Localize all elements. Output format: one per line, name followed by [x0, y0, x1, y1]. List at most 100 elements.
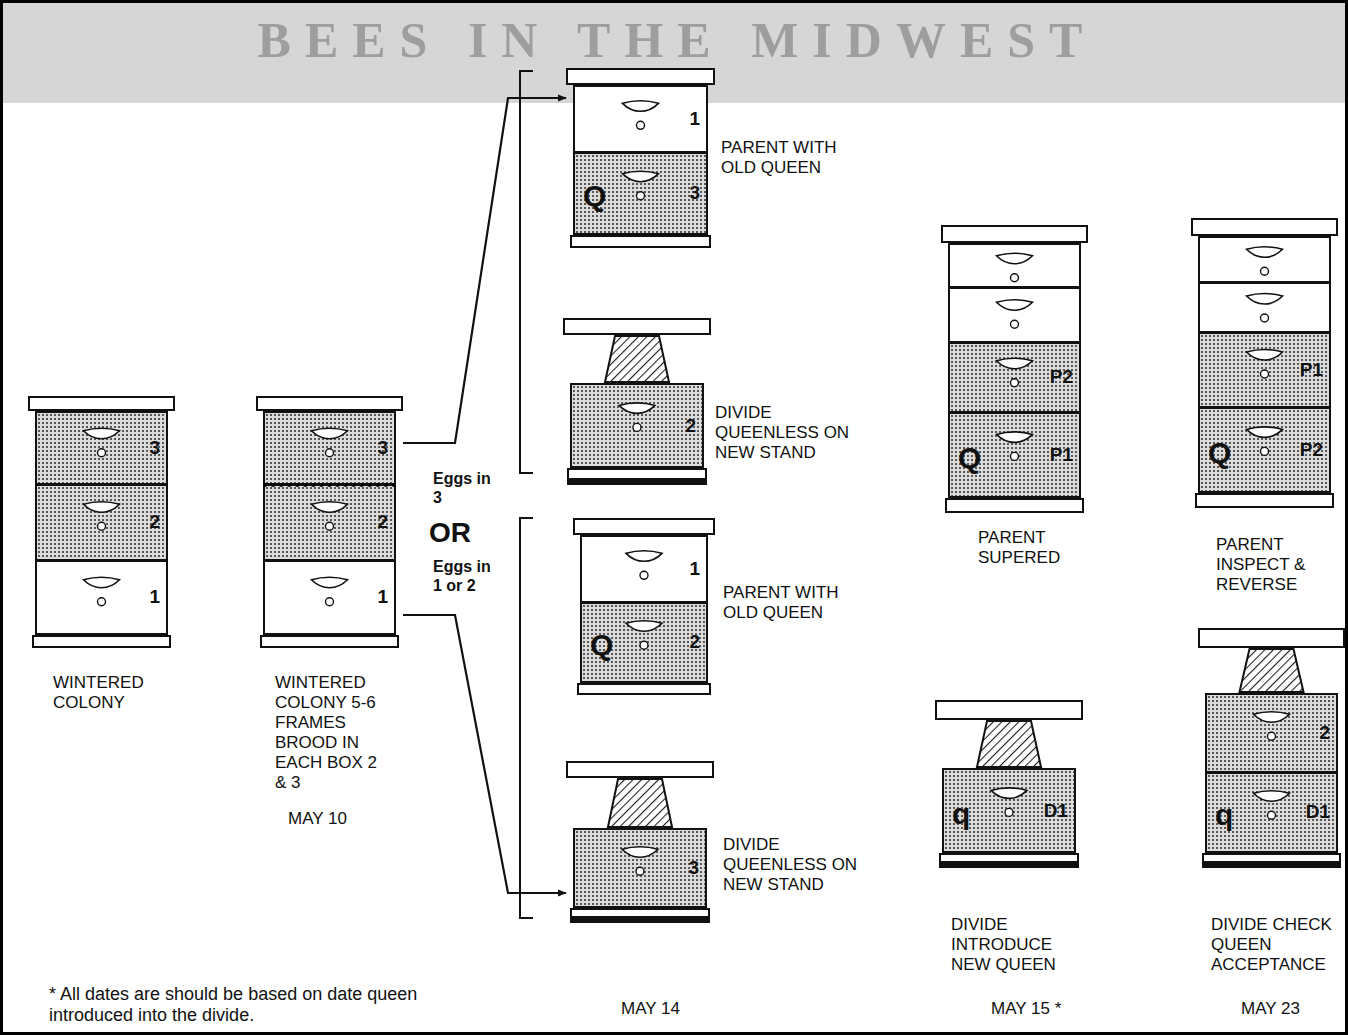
box-number: 2 [1319, 722, 1330, 744]
hive-stand [577, 683, 711, 695]
handle-symbol [582, 537, 706, 601]
hive-caption: PARENT SUPERED [978, 528, 1103, 568]
hive-box: Q P1 [948, 413, 1081, 498]
hive-box [1198, 283, 1331, 333]
hive-box: 3 [35, 411, 168, 485]
hive-stand [1202, 853, 1341, 868]
hive-box: 2 [570, 383, 704, 468]
hive-caption: WINTERED COLONY 5-6 FRAMES BROOD IN EACH… [275, 673, 393, 793]
hive-lid [573, 518, 715, 535]
handle-symbol [950, 289, 1079, 340]
footnote: * All dates are should be based on date … [49, 984, 449, 1026]
hive-stack: 2DIVIDE QUEENLESS ON NEW STAND [563, 318, 711, 485]
handle-symbol [37, 562, 166, 632]
hive-caption: DIVIDE CHECK QUEEN ACCEPTANCE [1211, 915, 1343, 975]
handle-symbol [37, 486, 166, 558]
hive-box: Q2 [580, 603, 708, 683]
handle-symbol [265, 562, 394, 632]
box-number: 1 [689, 558, 700, 580]
hive-lid [941, 225, 1088, 243]
hive-caption: DIVIDE INTRODUCE NEW QUEEN [951, 915, 1091, 975]
queen-mark: Q [958, 441, 981, 475]
handle-symbol [1200, 284, 1329, 330]
hive-box: 3 [573, 828, 707, 908]
hive-box: Q3 [573, 153, 708, 235]
watermark: BEES IN THE MIDWEST [23, 13, 1331, 67]
box-number: 2 [377, 511, 388, 533]
hive-stack: 2qD1DIVIDE CHECK QUEEN ACCEPTANCE [1198, 628, 1345, 868]
or-label: OR [429, 517, 489, 549]
hive-box [1198, 236, 1331, 283]
hive-box [948, 288, 1081, 343]
bracket [520, 71, 533, 918]
hive-stack: 3DIVIDE QUEENLESS ON NEW STAND [566, 761, 714, 923]
box-number: P1 [1050, 444, 1073, 466]
hive-stand [567, 468, 707, 485]
hive-box: 1 [35, 561, 168, 635]
hive-stack: qD1DIVIDE INTRODUCE NEW QUEEN [935, 700, 1083, 868]
hive-stand [32, 635, 171, 648]
box-number: 1 [377, 586, 388, 608]
queen-mark: Q [583, 179, 606, 213]
box-number: P1 [1300, 359, 1323, 381]
handle-symbol [950, 245, 1079, 286]
box-number: P2 [1300, 439, 1323, 461]
hive-caption: DIVIDE QUEENLESS ON NEW STAND [723, 835, 878, 895]
box-number: 2 [689, 631, 700, 653]
hive-caption: DIVIDE QUEENLESS ON NEW STAND [715, 403, 870, 463]
hive-stack: P1QP2PARENT INSPECT & REVERSE [1191, 218, 1338, 508]
handle-symbol [1200, 238, 1329, 281]
queen-mark: Q [1208, 436, 1231, 470]
handle-symbol [1207, 695, 1336, 771]
hive-lid [566, 761, 714, 778]
feeder-symbol [1198, 648, 1345, 693]
hive-lid [256, 396, 403, 411]
hive-caption: PARENT WITH OLD QUEEN [723, 583, 863, 623]
queen-mark: Q [590, 628, 613, 662]
box-number: D1 [1306, 801, 1330, 823]
hive-stand [1195, 493, 1334, 508]
flow-arrow [403, 98, 566, 443]
queen-mark: q [1215, 798, 1233, 832]
handle-symbol [265, 486, 394, 558]
hive-stand [570, 235, 711, 248]
hive-box: P1 [1198, 333, 1331, 408]
hive-lid [935, 700, 1083, 720]
hive-stand [260, 635, 399, 648]
box-number: 2 [149, 511, 160, 533]
hive-stand [939, 853, 1079, 868]
hive-stand [945, 498, 1084, 513]
box-number: P2 [1050, 366, 1073, 388]
box-number: 3 [689, 182, 700, 204]
queen-excluder [263, 483, 396, 487]
hive-box: P2 [948, 343, 1081, 413]
hive-stack: P2QP1PARENT SUPERED [941, 225, 1088, 513]
hive-box [948, 243, 1081, 288]
date-label: MAY 23 [1241, 999, 1331, 1019]
box-number: 3 [377, 437, 388, 459]
hive-box: 1 [573, 85, 708, 153]
edge-label: Eggs in 3 [433, 469, 495, 507]
hive-lid [566, 68, 715, 85]
date-label: MAY 15 * [991, 999, 1081, 1019]
hive-stand [570, 908, 710, 923]
hive-lid [1198, 628, 1345, 648]
edge-label: Eggs in 1 or 2 [433, 557, 495, 595]
box-number: 1 [149, 586, 160, 608]
hive-lid [28, 396, 175, 411]
hive-lid [563, 318, 711, 335]
handle-symbol [575, 87, 706, 151]
hive-box: 1 [263, 561, 396, 635]
feeder-symbol [566, 778, 714, 828]
hive-caption: WINTERED COLONY [53, 673, 183, 713]
box-number: 2 [685, 415, 696, 437]
hive-stack: 321WINTERED COLONY [28, 396, 175, 648]
box-number: 1 [689, 108, 700, 130]
hive-box: 2 [263, 485, 396, 561]
hive-stack: 1Q2PARENT WITH OLD QUEEN [573, 518, 715, 695]
handle-symbol [265, 413, 394, 483]
hive-lid [1191, 218, 1338, 236]
box-number: 3 [149, 437, 160, 459]
handle-symbol [572, 385, 702, 466]
